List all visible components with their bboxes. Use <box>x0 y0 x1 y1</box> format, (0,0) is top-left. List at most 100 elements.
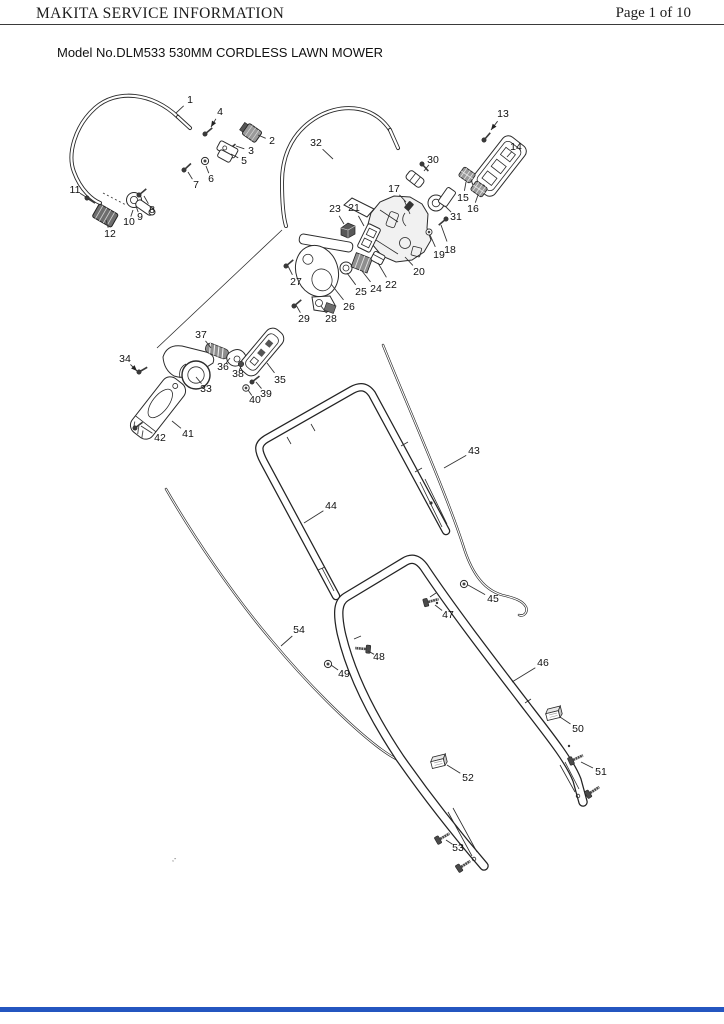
document-header-title: MAKITA SERVICE INFORMATION <box>36 5 285 22</box>
part-number-7: 7 <box>193 179 199 191</box>
leader-line-52 <box>446 764 461 774</box>
leader-line-9 <box>135 205 139 213</box>
leader-line-21 <box>358 215 365 227</box>
leader-line-22 <box>377 262 387 278</box>
part-number-29: 29 <box>298 313 310 325</box>
part-number-54: 54 <box>293 624 305 636</box>
handle-mount-assembly <box>282 195 432 314</box>
part-number-48: 48 <box>373 651 385 663</box>
leader-line-41 <box>171 420 182 429</box>
leader-line-32 <box>322 148 334 160</box>
leader-line-3 <box>235 145 245 150</box>
leader-arrow-4 <box>211 120 217 127</box>
part-number-2: 2 <box>269 135 275 147</box>
part-number-22: 22 <box>385 279 397 291</box>
leader-line-44 <box>303 510 324 524</box>
leader-line-16 <box>474 194 479 203</box>
part-number-25: 25 <box>355 286 367 298</box>
part-number-1: 1 <box>187 94 193 106</box>
leader-line-42 <box>140 425 153 434</box>
leader-line-12 <box>105 219 109 228</box>
part-number-31: 31 <box>450 211 462 223</box>
leader-line-38 <box>238 365 242 371</box>
callout-labels: 1234567891011121314151617181920212223242… <box>70 94 607 854</box>
leader-line-37 <box>205 340 212 349</box>
part-number-34: 34 <box>119 353 131 365</box>
leader-line-18 <box>440 224 448 242</box>
leader-line-36 <box>225 357 231 364</box>
part-number-5: 5 <box>241 155 247 167</box>
part-number-47: 47 <box>442 609 454 621</box>
leader-line-47 <box>434 604 443 611</box>
leader-line-7 <box>187 171 193 180</box>
leader-line-43 <box>443 455 467 469</box>
leader-line-35 <box>266 362 275 374</box>
part-number-49: 49 <box>338 668 350 680</box>
part-number-40: 40 <box>249 394 261 406</box>
part-number-36: 36 <box>217 361 229 373</box>
leader-arrow-13 <box>491 123 497 130</box>
part-number-8: 8 <box>149 204 155 216</box>
leader-arrow-34 <box>131 365 137 371</box>
leader-line-29 <box>295 304 301 313</box>
part-number-21: 21 <box>348 202 360 214</box>
part-number-9: 9 <box>137 211 143 223</box>
part-number-11: 11 <box>70 184 81 196</box>
part-number-12: 12 <box>104 228 116 240</box>
part-number-32: 32 <box>310 137 322 149</box>
leader-line-1 <box>175 105 185 114</box>
part-number-50: 50 <box>572 723 584 735</box>
part-number-45: 45 <box>487 593 499 605</box>
part-number-38: 38 <box>232 368 244 380</box>
leader-line-45 <box>467 584 486 595</box>
stray-print-mark: ,- <box>172 856 177 863</box>
part-number-15: 15 <box>457 192 469 204</box>
leader-line-49 <box>330 664 339 671</box>
footer-divider <box>0 1007 724 1012</box>
part-number-41: 41 <box>182 428 194 440</box>
leader-line-17 <box>399 194 407 203</box>
part-number-24: 24 <box>370 283 382 295</box>
leader-line-5 <box>230 153 239 159</box>
leader-line-25 <box>346 272 357 286</box>
leader-line-23 <box>338 215 345 225</box>
part-number-44: 44 <box>325 500 337 512</box>
part-number-17: 17 <box>388 183 400 195</box>
part-number-16: 16 <box>467 203 479 215</box>
leader-line-54 <box>280 635 293 647</box>
lower-handle-tube <box>333 554 588 871</box>
cable-clamp-assembly <box>83 122 262 228</box>
leader-line-46 <box>511 667 536 683</box>
part-number-43: 43 <box>468 445 480 457</box>
leader-line-19 <box>429 234 436 247</box>
leader-line-39 <box>255 381 262 389</box>
part-number-53: 53 <box>452 842 464 854</box>
leader-line-51 <box>580 761 594 769</box>
part-number-4: 4 <box>217 106 223 118</box>
leader-line-53 <box>445 839 453 845</box>
leader-line-8 <box>143 195 149 204</box>
part-number-51: 51 <box>595 766 607 778</box>
part-number-20: 20 <box>413 266 425 278</box>
leader-line-26 <box>330 283 344 301</box>
part-number-37: 37 <box>195 329 207 341</box>
switch-trigger-assembly <box>129 327 285 440</box>
leader-line-30 <box>423 164 430 172</box>
part-number-42: 42 <box>154 432 166 444</box>
part-number-46: 46 <box>537 657 549 669</box>
leader-line-27 <box>287 265 293 276</box>
part-number-14: 14 <box>510 141 522 153</box>
part-number-18: 18 <box>444 244 456 256</box>
part-number-23: 23 <box>329 203 341 215</box>
leader-line-11 <box>79 192 87 198</box>
header-divider <box>0 24 724 26</box>
leader-line-28 <box>320 305 327 314</box>
part-number-35: 35 <box>274 374 286 386</box>
leader-line-15 <box>463 181 467 191</box>
part-number-13: 13 <box>497 108 509 120</box>
upper-handle-tube <box>255 382 451 601</box>
leader-line-48 <box>367 650 375 655</box>
model-title: Model No.DLM533 530MM CORDLESS LAWN MOWE… <box>57 45 384 60</box>
